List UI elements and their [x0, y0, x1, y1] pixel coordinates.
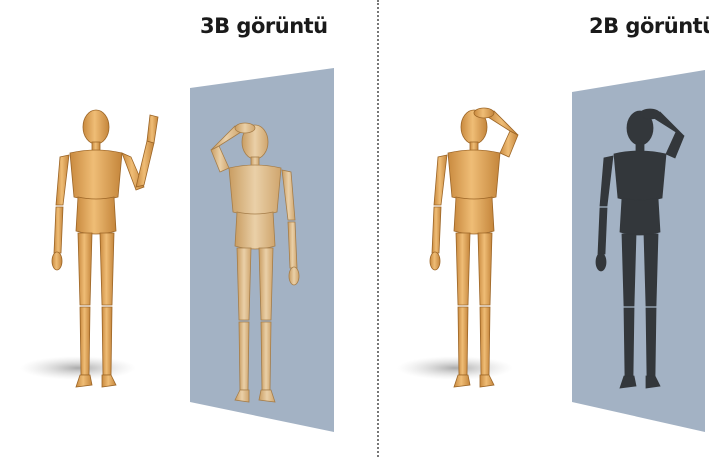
right-mannequin: [430, 108, 518, 387]
right-floor-shadow: [397, 356, 513, 380]
panel-divider: [377, 0, 379, 457]
left-floor-shadow: [20, 356, 136, 380]
label-3b: 3B görüntü: [200, 14, 328, 38]
label-2b: 2B görüntü: [589, 14, 709, 38]
left-mannequin-waving: [52, 110, 158, 387]
